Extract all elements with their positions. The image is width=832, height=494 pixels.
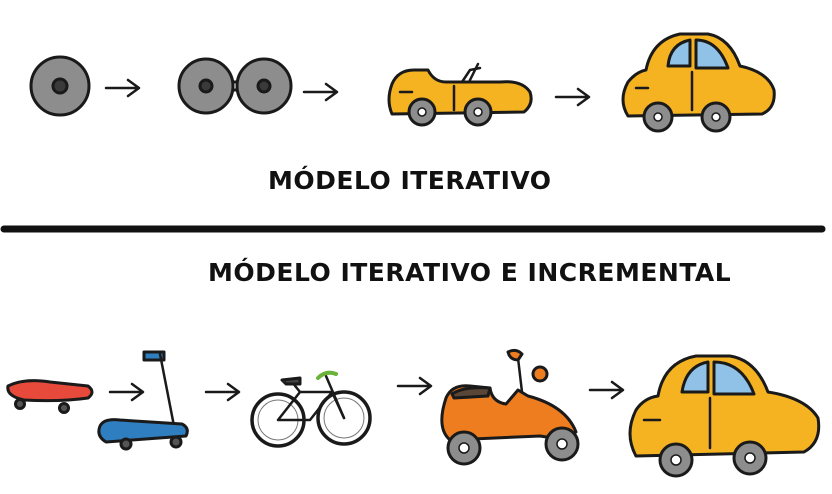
stage-convertible-car (387, 62, 533, 127)
arrow-right-icon (554, 87, 591, 107)
arrow-right-icon (108, 382, 145, 402)
stage-wheel (29, 55, 91, 117)
arrow-right-icon (302, 82, 339, 102)
caption-iterative-model: MÓDELO ITERATIVO (268, 166, 552, 195)
stage-car (621, 32, 776, 133)
arrow-right-icon (104, 78, 141, 98)
stage-two-wheels-axle (177, 57, 293, 115)
arrow-right-icon (204, 382, 241, 402)
stage-motor-scooter (440, 348, 580, 466)
stage-kick-scooter (97, 350, 189, 451)
stage-bicycle (250, 370, 372, 448)
stage-car-final (628, 354, 821, 478)
arrow-right-icon (396, 376, 433, 396)
arrow-right-icon (588, 380, 625, 400)
caption-iterative-incremental-model: MÓDELO ITERATIVO E INCREMENTAL (208, 258, 732, 287)
stage-skateboard (6, 379, 94, 414)
